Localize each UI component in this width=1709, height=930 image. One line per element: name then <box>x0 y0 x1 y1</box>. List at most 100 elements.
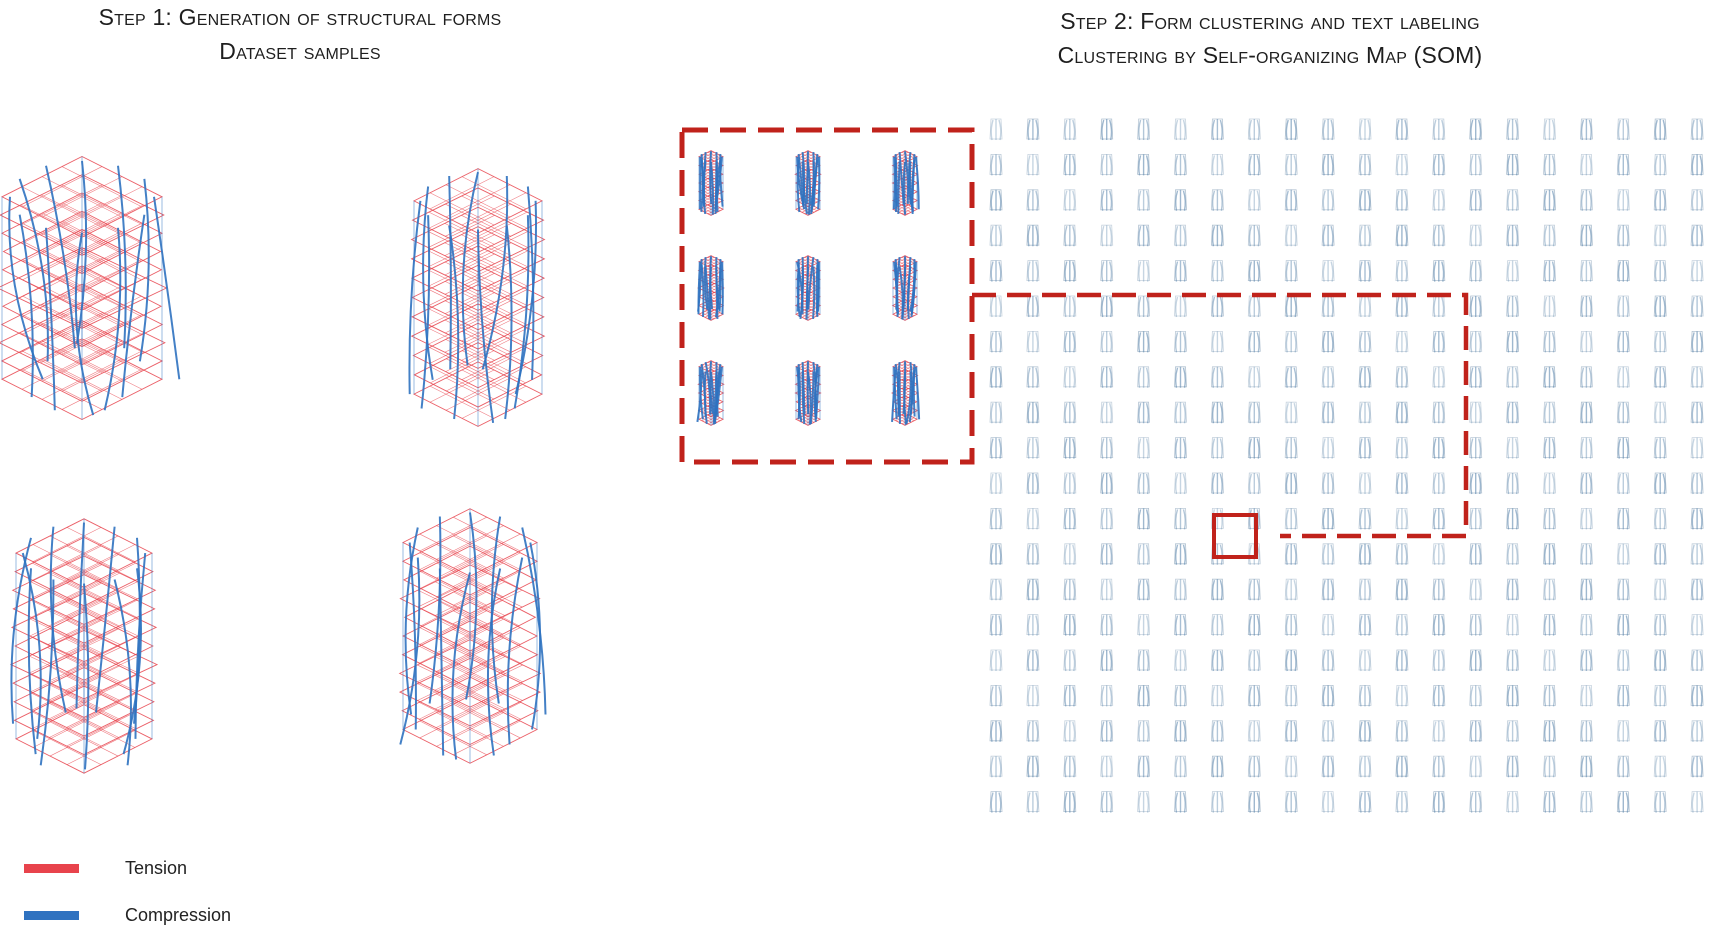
som-cell <box>1247 189 1261 211</box>
som-cell <box>1690 649 1704 672</box>
som-cell <box>1653 401 1667 424</box>
som-cell <box>1284 366 1298 388</box>
som-cell <box>1247 437 1261 459</box>
som-cell <box>1137 401 1151 424</box>
som-cell <box>1284 614 1298 636</box>
som-cell <box>1690 755 1704 778</box>
som-cell <box>1137 331 1151 353</box>
som-cell <box>1174 331 1187 353</box>
som-cell <box>989 472 1003 495</box>
som-cell <box>1469 755 1483 778</box>
som-cell <box>1358 331 1372 353</box>
som-cell <box>1100 543 1114 565</box>
som-cell <box>989 508 1003 530</box>
som-cell <box>1174 366 1187 388</box>
som-cell <box>1100 472 1114 495</box>
som-cell <box>1137 118 1151 141</box>
som-cell <box>1174 755 1187 778</box>
som-cell <box>1395 260 1409 282</box>
som-cell <box>1321 401 1335 424</box>
som-cell <box>1284 401 1298 424</box>
som-cell <box>1284 472 1298 495</box>
som-cell <box>1284 331 1298 353</box>
som-cell <box>1137 366 1151 388</box>
som-cell <box>1137 543 1151 565</box>
som-cell <box>1579 437 1593 459</box>
som-cell <box>1506 791 1520 813</box>
som-cell <box>1210 614 1224 636</box>
som-cell <box>1506 189 1520 211</box>
som-cell <box>1026 578 1040 601</box>
som-cell <box>1579 649 1593 672</box>
som-cell <box>1026 401 1040 424</box>
som-cell <box>1100 366 1114 388</box>
som-cell <box>1690 118 1704 141</box>
som-cell <box>1026 366 1040 388</box>
dataset-samples <box>0 155 547 774</box>
callout-line <box>972 292 1469 539</box>
som-cell <box>1358 260 1372 282</box>
som-cell <box>1395 295 1409 318</box>
compression-label: Compression <box>125 905 232 925</box>
som-cell <box>1579 366 1593 388</box>
som-cell <box>1210 755 1224 778</box>
zoom-tower <box>891 150 920 216</box>
som-cell <box>1174 791 1187 813</box>
som-cell <box>989 295 1003 318</box>
som-cell <box>1100 508 1114 530</box>
som-cell <box>1579 189 1593 211</box>
som-cell <box>1210 118 1224 141</box>
step2-title: Step 2: Form clustering and text labelin… <box>1060 8 1480 34</box>
som-cell <box>1210 649 1224 672</box>
som-cell <box>1506 649 1520 672</box>
zoom-tower <box>794 150 822 216</box>
som-cell <box>1616 260 1630 282</box>
som-cell <box>1690 791 1704 813</box>
som-cell <box>989 685 1003 707</box>
som-cell <box>1506 614 1520 636</box>
som-cell <box>1321 437 1335 459</box>
som-cell <box>1543 649 1556 672</box>
som-cell <box>1432 508 1446 530</box>
som-cell <box>1579 295 1593 318</box>
som-cell <box>1137 685 1151 707</box>
highlight-callouts <box>972 292 1469 559</box>
som-cell <box>1321 791 1335 813</box>
step1-heading: Step 1: Generation of structural forms D… <box>20 0 580 68</box>
som-cell <box>1653 260 1667 282</box>
som-cell <box>1284 189 1298 211</box>
som-cell <box>1579 755 1593 778</box>
som-cell <box>1653 649 1667 672</box>
som-cell <box>1579 224 1593 247</box>
som-cell <box>1432 118 1446 141</box>
som-cell <box>1616 720 1630 742</box>
som-cell <box>1506 260 1520 282</box>
som-cell <box>1174 118 1187 141</box>
som-cell <box>1358 366 1372 388</box>
som-cell <box>1395 614 1409 636</box>
som-cell <box>1174 401 1187 424</box>
som-cell <box>1543 118 1556 141</box>
som-cell <box>1100 791 1114 813</box>
som-cell <box>1469 224 1483 247</box>
som-cell <box>1284 649 1298 672</box>
step2-subtitle: Clustering by Self-organizing Map (SOM) <box>1057 42 1483 68</box>
som-cell <box>1653 472 1667 495</box>
som-cell <box>1506 224 1520 247</box>
som-cell <box>1432 614 1446 636</box>
som-cell <box>1284 578 1298 601</box>
som-cell <box>1653 224 1667 247</box>
som-cell <box>989 366 1003 388</box>
som-cell <box>1543 472 1556 495</box>
som-cell <box>1579 578 1593 601</box>
som-cell <box>989 118 1003 141</box>
som-cell <box>1247 685 1261 707</box>
som-cell <box>1063 224 1077 247</box>
som-cell <box>1690 720 1704 742</box>
som-cell <box>1579 720 1593 742</box>
sample-tower-3 <box>9 518 159 774</box>
som-cell <box>1432 472 1446 495</box>
som-cell <box>1432 720 1446 742</box>
som-cell <box>1506 331 1520 353</box>
som-cell <box>1432 543 1446 565</box>
